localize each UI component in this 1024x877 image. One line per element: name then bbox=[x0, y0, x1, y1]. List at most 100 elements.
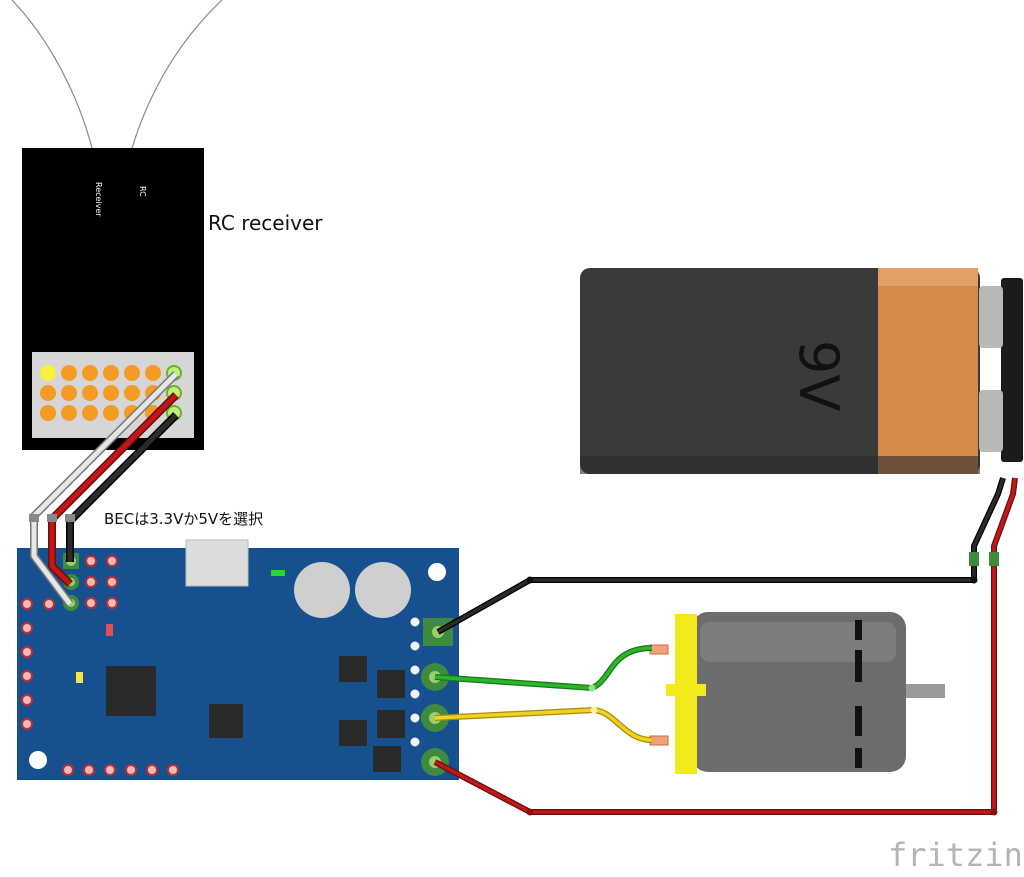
dc-motor bbox=[649, 612, 945, 774]
servo-wire-red-core bbox=[49, 393, 178, 586]
esc-pad bbox=[106, 576, 118, 588]
esc-board bbox=[17, 539, 459, 780]
splice-vbat bbox=[989, 552, 999, 566]
receiver-pin bbox=[82, 365, 98, 381]
motor-tab-bottom bbox=[649, 735, 669, 746]
esc-pad bbox=[104, 764, 116, 776]
motor-slot-1 bbox=[855, 620, 862, 640]
wire-motor-a-shadow bbox=[434, 645, 653, 692]
esc-smd-yellow bbox=[76, 672, 83, 683]
esc-pad bbox=[21, 718, 33, 730]
bend-gnd-2 bbox=[970, 576, 978, 584]
esc-pad bbox=[83, 764, 95, 776]
esc-mount-hole-top bbox=[428, 563, 446, 581]
receiver-pin bbox=[145, 365, 161, 381]
esc-capacitor-2 bbox=[355, 562, 411, 618]
esc-mosfet-3 bbox=[339, 720, 367, 746]
motor-slot-2 bbox=[855, 650, 862, 682]
battery-copper-band bbox=[878, 268, 978, 474]
receiver-pin bbox=[40, 365, 56, 381]
esc-mosfet-4 bbox=[377, 710, 405, 738]
esc-pad-white bbox=[410, 737, 420, 747]
receiver-pin bbox=[124, 365, 140, 381]
motor-cap-tab bbox=[666, 684, 706, 696]
esc-pad-white bbox=[410, 665, 420, 675]
receiver-silk-receiver: Receiver bbox=[94, 182, 103, 217]
motor-slot-3 bbox=[855, 706, 862, 736]
servo-connector-end-1 bbox=[29, 514, 39, 522]
bec-note: BECは3.3Vか5Vを選択 bbox=[104, 510, 263, 528]
esc-driver-chip bbox=[209, 704, 243, 738]
battery-terminal-top bbox=[979, 286, 1003, 348]
receiver-pin bbox=[82, 385, 98, 401]
esc-pad bbox=[85, 576, 97, 588]
esc-pad bbox=[21, 646, 33, 658]
receiver-title: RC receiver bbox=[208, 211, 323, 235]
esc-pad-white bbox=[410, 689, 420, 699]
esc-pad bbox=[21, 670, 33, 682]
bend-vbat-2 bbox=[990, 808, 998, 816]
esc-pad bbox=[167, 764, 179, 776]
power-wires bbox=[433, 477, 1018, 816]
rc-receiver: RC Receiver bbox=[11, 0, 223, 450]
battery-shadow bbox=[580, 456, 980, 474]
receiver-pin bbox=[61, 405, 77, 421]
splice-gnd bbox=[969, 552, 979, 566]
esc-pad-white bbox=[410, 713, 420, 723]
battery-terminal-bottom bbox=[979, 390, 1003, 452]
receiver-pin bbox=[61, 385, 77, 401]
esc-led bbox=[271, 570, 285, 576]
esc-smd-red bbox=[106, 624, 113, 636]
motor-can-highlight bbox=[700, 622, 896, 662]
esc-jumper-switch bbox=[185, 539, 249, 587]
receiver-pin bbox=[40, 385, 56, 401]
esc-pad bbox=[21, 694, 33, 706]
receiver-pin bbox=[103, 365, 119, 381]
receiver-pin bbox=[61, 365, 77, 381]
esc-pad bbox=[62, 764, 74, 776]
servo-wire-white-core bbox=[31, 372, 178, 606]
wire-vbat bbox=[434, 477, 1017, 814]
esc-capacitor-1 bbox=[294, 562, 350, 618]
esc-pad bbox=[21, 598, 33, 610]
servo-connector-end-3 bbox=[65, 514, 75, 522]
receiver-pin bbox=[124, 385, 140, 401]
esc-pad-white bbox=[410, 617, 420, 627]
receiver-silk-rc: RC bbox=[138, 186, 147, 197]
servo-connector-end-2 bbox=[47, 514, 57, 522]
bend-motor-b bbox=[590, 706, 598, 714]
battery-9v: 9V bbox=[580, 268, 1023, 474]
bend-motor-a bbox=[588, 684, 596, 692]
esc-pad-white bbox=[410, 641, 420, 651]
esc-pad-rows bbox=[21, 555, 420, 776]
wire-gnd bbox=[437, 477, 1005, 634]
esc-pad bbox=[85, 555, 97, 567]
wire-gnd-shadow bbox=[436, 477, 1006, 635]
motor-tab-top bbox=[649, 644, 669, 655]
battery-label: 9V bbox=[787, 340, 850, 411]
esc-pad bbox=[146, 764, 158, 776]
receiver-pin bbox=[82, 405, 98, 421]
esc-mosfet-5 bbox=[373, 746, 401, 772]
motor-shaft bbox=[905, 684, 945, 698]
receiver-antenna-left bbox=[11, 0, 93, 149]
esc-mcu-chip bbox=[106, 666, 156, 716]
receiver-antenna-right bbox=[131, 0, 223, 149]
esc-pad bbox=[85, 597, 97, 609]
esc-pad bbox=[106, 555, 118, 567]
receiver-pin bbox=[103, 405, 119, 421]
esc-pad bbox=[125, 764, 137, 776]
esc-pad bbox=[43, 598, 55, 610]
fritzing-watermark: fritzing bbox=[888, 836, 1024, 874]
esc-mosfet-2 bbox=[377, 670, 405, 698]
bend-vbat-1 bbox=[526, 808, 534, 816]
motor-slot-4 bbox=[855, 748, 862, 768]
battery-copper-top bbox=[878, 268, 978, 286]
esc-mount-hole-bottom bbox=[29, 751, 47, 769]
bend-gnd-1 bbox=[526, 576, 534, 584]
esc-pad bbox=[106, 597, 118, 609]
receiver-pin bbox=[103, 385, 119, 401]
receiver-pin bbox=[40, 405, 56, 421]
battery-snap bbox=[1001, 278, 1023, 462]
